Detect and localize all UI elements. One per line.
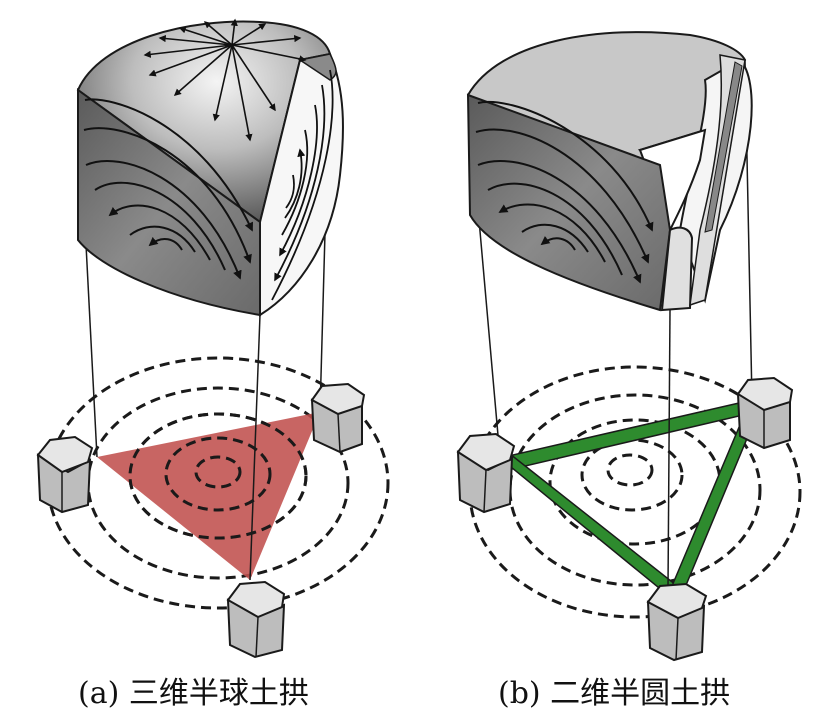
dashed-ring [580, 438, 684, 512]
dashed-ring [508, 393, 762, 587]
pile-b-right [736, 376, 794, 450]
pile-b-bottom [646, 582, 708, 662]
dome-shell [76, 20, 332, 224]
arch-cross-section [466, 93, 672, 312]
green-bar-top [498, 399, 757, 471]
pile-a-right [310, 382, 366, 454]
pile-b-left [456, 432, 516, 514]
dashed-rings-a-over [128, 412, 308, 540]
dashed-ring [606, 453, 654, 487]
pile-a-left [36, 435, 94, 514]
right-shell-rim [298, 53, 337, 81]
pile-a-bottom [226, 580, 286, 659]
radial-arrows [143, 18, 307, 142]
section-arcs-b [475, 101, 654, 284]
arch-front-face [660, 226, 694, 312]
caption-semicircle: (b) 二维半圆土拱 [498, 676, 731, 711]
caption-hemisphere: (a) 三维半球土拱 [78, 676, 309, 711]
section-arcs-right [271, 69, 334, 301]
left-cross-section [77, 88, 261, 317]
arch-opening [638, 128, 707, 233]
panel-b-semicircle [456, 31, 802, 662]
hemisphere-dome [76, 18, 344, 317]
red-arch-footprint [97, 412, 320, 580]
semicircle-arch [466, 31, 753, 312]
green-arch-bars [498, 399, 759, 593]
panel-a-hemisphere [36, 18, 390, 659]
section-arcs-left [83, 98, 253, 280]
